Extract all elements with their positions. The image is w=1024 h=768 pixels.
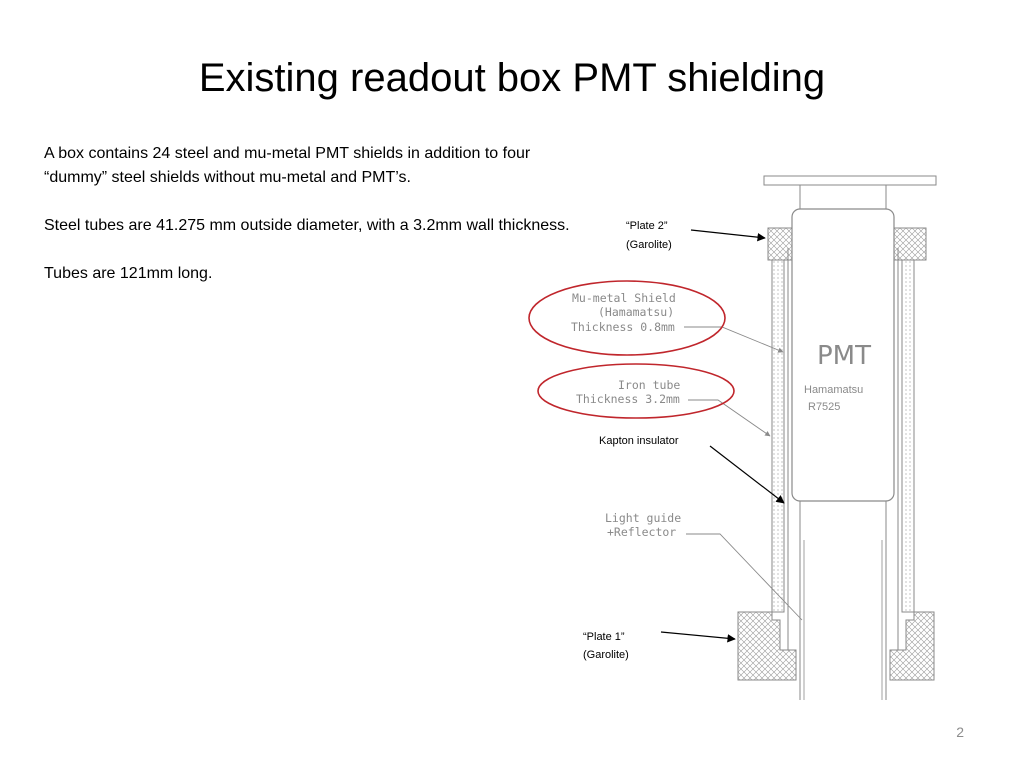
- mu-metal-leader: [684, 326, 784, 353]
- pmt-label: PMT: [817, 341, 871, 371]
- paragraph-tube-length: Tubes are 121mm long.: [44, 265, 213, 282]
- plate1-label-line1: “Plate 1”: [583, 631, 625, 643]
- light-guide-leader: [686, 533, 803, 621]
- light-guide-label-line1: Light guide: [605, 511, 681, 525]
- iron-tube-highlight: [537, 363, 735, 419]
- plate1-arrow: [660, 631, 736, 643]
- kapton-arrow: [709, 445, 785, 504]
- pmt-body: [791, 208, 895, 502]
- iron-tube-leader: [688, 399, 771, 437]
- mu-metal-label-line1: Mu-metal Shield: [572, 291, 676, 305]
- paragraph-tube-dimensions: Steel tubes are 41.275 mm outside diamet…: [44, 217, 570, 234]
- mu-metal-label-line2: (Hamamatsu): [598, 305, 674, 319]
- paragraph-box-contents: A box contains 24 steel and mu-metal PMT…: [44, 145, 531, 186]
- iron-tube-label-line2: Thickness 3.2mm: [576, 392, 680, 406]
- plate1-label-line2: (Garolite): [583, 649, 629, 661]
- plate1-right-block: [889, 611, 935, 681]
- slide-title: Existing readout box PMT shielding: [198, 56, 826, 100]
- iron-tube-left-wall: [771, 259, 785, 613]
- plate2-label-line2: (Garolite): [626, 239, 672, 251]
- pmt-maker-label: Hamamatsu: [804, 384, 863, 396]
- page-number: 2: [956, 724, 964, 740]
- pmt-model-label: R7525: [808, 401, 840, 413]
- kapton-label: Kapton insulator: [599, 435, 679, 447]
- iron-tube-label-line1: Iron tube: [618, 378, 680, 392]
- mu-metal-label-line3: Thickness 0.8mm: [571, 320, 675, 334]
- plate2-label-line1: “Plate 2”: [626, 220, 668, 232]
- mu-metal-highlight: [528, 280, 726, 356]
- plate2-arrow: [690, 229, 766, 242]
- light-guide-label-line2: +Reflector: [607, 525, 676, 539]
- plate1-left-block: [737, 611, 797, 681]
- plate2-right-block: [893, 227, 927, 261]
- body-text: A box contains 24 steel and mu-metal PMT…: [44, 142, 584, 286]
- top-cap-plate: [763, 175, 937, 186]
- pmt-neck: [799, 184, 887, 210]
- iron-tube-right-wall: [901, 259, 915, 613]
